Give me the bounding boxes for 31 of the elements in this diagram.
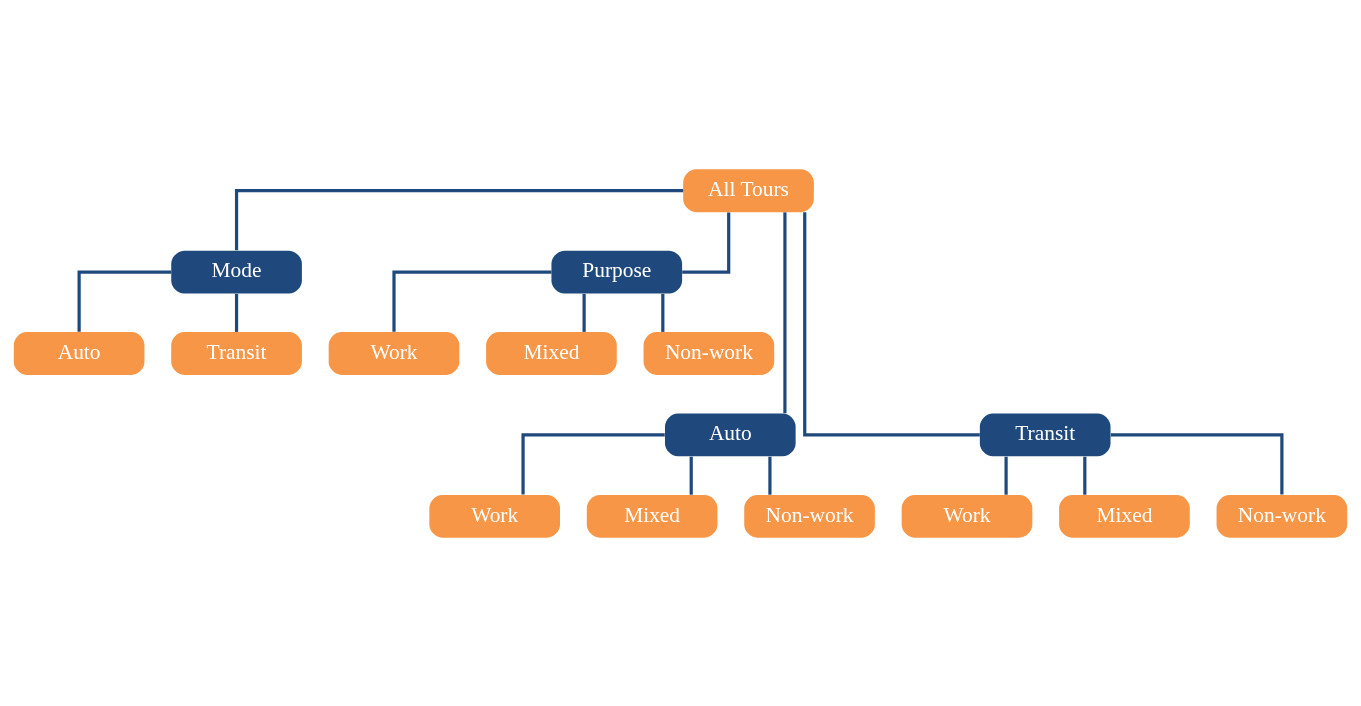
connector (1110, 432, 1284, 494)
connector (768, 456, 772, 495)
node-box: Mode (171, 250, 302, 293)
node-box: Non-work (744, 494, 875, 538)
connector (77, 270, 172, 332)
node-box: Work (328, 331, 460, 375)
connector (392, 270, 552, 332)
node-box: All Tours (683, 168, 814, 212)
node-box: Purpose (551, 250, 683, 293)
connector (661, 293, 665, 332)
node-box: Mixed (1059, 494, 1190, 538)
connector (582, 293, 586, 332)
connector (521, 432, 665, 494)
node-box: Non-work (1216, 494, 1348, 538)
connector (234, 293, 239, 332)
connector (234, 188, 684, 250)
connector (1004, 456, 1008, 495)
node-box: Transit (979, 413, 1111, 456)
connector (689, 456, 693, 495)
connector (783, 211, 787, 413)
node-box: Mixed (486, 331, 617, 375)
connector (1083, 456, 1087, 495)
node-box: Auto (664, 413, 796, 456)
node-box: Work (429, 494, 560, 538)
node-box: Mixed (586, 494, 718, 538)
connector (803, 211, 980, 436)
node-box: Auto (13, 331, 145, 375)
node-box: Work (901, 494, 1033, 538)
node-box: Transit (171, 331, 302, 375)
connector (682, 212, 731, 274)
node-box: Non-work (643, 331, 775, 375)
